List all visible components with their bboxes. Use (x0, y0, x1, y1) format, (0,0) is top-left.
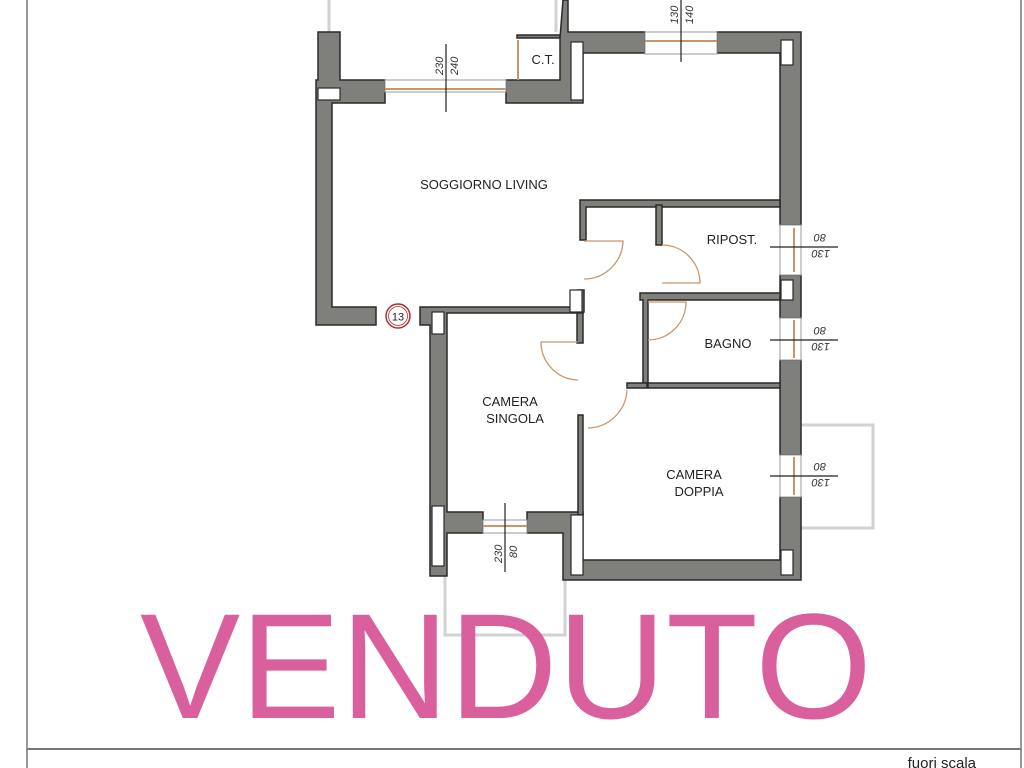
room-label-doppia-1: CAMERA (666, 467, 722, 482)
dim-singola-window-1: 230 (493, 544, 505, 564)
dim-singola-window-2: 80 (508, 545, 520, 558)
doors (540, 240, 701, 429)
dim-top-window-1: 130 (669, 5, 681, 24)
room-label-bagno: BAGNO (705, 336, 752, 351)
dim-living-window-2: 240 (449, 56, 461, 76)
scale-note: fuori scala (908, 755, 977, 768)
unit-number-marker: 13 (385, 303, 411, 329)
room-label-doppia-2: DOPPIA (674, 484, 723, 499)
dim-top-window-2: 140 (684, 5, 696, 24)
room-label-ripost: RIPOST. (707, 232, 758, 247)
dim-doppia-window-1: 80 (813, 460, 826, 472)
dimension-marks (445, 0, 838, 572)
room-label-singola-1: CAMERA (482, 394, 538, 409)
dim-doppia-window-2: 130 (811, 476, 830, 488)
dim-ripost-window-1: 80 (813, 231, 826, 243)
sold-stamp: VENDUTO (140, 582, 872, 750)
unit-number: 13 (392, 312, 404, 324)
dim-bagno-window-2: 130 (811, 340, 830, 352)
room-label-singola-2: SINGOLA (486, 411, 544, 426)
balconies (327, 0, 875, 637)
drawing-frame (26, 0, 1022, 768)
room-label-living: SOGGIORNO LIVING (420, 177, 548, 192)
dim-ripost-window-2: 130 (811, 247, 830, 259)
dim-living-window-1: 230 (434, 56, 446, 76)
walls (315, 0, 802, 581)
dim-bagno-window-1: 80 (813, 324, 826, 336)
room-label-ct: C.T. (531, 52, 554, 67)
